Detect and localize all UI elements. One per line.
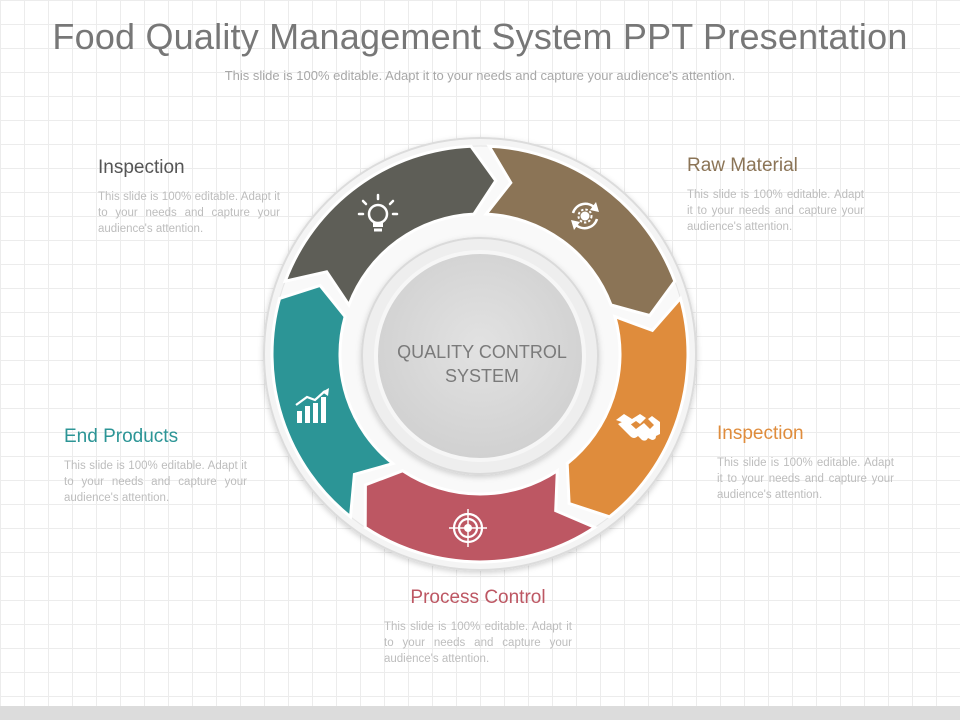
item-body: This slide is 100% editable. Adapt it to… xyxy=(717,457,894,501)
center-label-line2: SYSTEM xyxy=(444,366,519,386)
center-disc xyxy=(374,250,586,462)
center-label-line1: QUALITY CONTROL xyxy=(397,342,567,362)
segment-end-products xyxy=(270,283,397,520)
item-body: This slide is 100% editable. Adapt it to… xyxy=(64,460,247,504)
item-heading: Inspection xyxy=(717,423,804,444)
segment-process-control xyxy=(363,467,598,564)
item-body: This slide is 100% editable. Adapt it to… xyxy=(687,189,864,233)
segment-inspection-2 xyxy=(565,295,690,519)
handshake-icon xyxy=(616,414,660,441)
page-title: Food Quality Management System PPT Prese… xyxy=(52,16,908,57)
item-body: This slide is 100% editable. Adapt it to… xyxy=(384,621,572,665)
item-heading: End Products xyxy=(64,426,179,447)
item-heading: Raw Material xyxy=(687,155,798,176)
item-end-products: End Products This slide is 100% editable… xyxy=(64,426,247,506)
item-process-control: Process Control This slide is 100% edita… xyxy=(384,587,572,667)
lightbulb-icon xyxy=(357,193,399,232)
refresh-gear-icon xyxy=(571,202,599,230)
item-heading: Inspection xyxy=(98,157,185,178)
item-inspection-right: Inspection This slide is 100% editable. … xyxy=(717,423,894,503)
bottom-bar xyxy=(0,706,960,720)
segment-raw-material xyxy=(483,144,677,318)
item-raw-material: Raw Material This slide is 100% editable… xyxy=(687,155,864,235)
target-icon xyxy=(449,509,487,547)
growth-chart-icon xyxy=(295,388,329,423)
item-inspection-top-left: Inspection This slide is 100% editable. … xyxy=(98,157,280,237)
segment-inspection xyxy=(282,144,498,309)
center-label: QUALITY CONTROL SYSTEM xyxy=(382,340,582,388)
item-body: This slide is 100% editable. Adapt it to… xyxy=(98,191,280,235)
page-subtitle: This slide is 100% editable. Adapt it to… xyxy=(224,68,736,83)
item-heading: Process Control xyxy=(410,587,546,608)
